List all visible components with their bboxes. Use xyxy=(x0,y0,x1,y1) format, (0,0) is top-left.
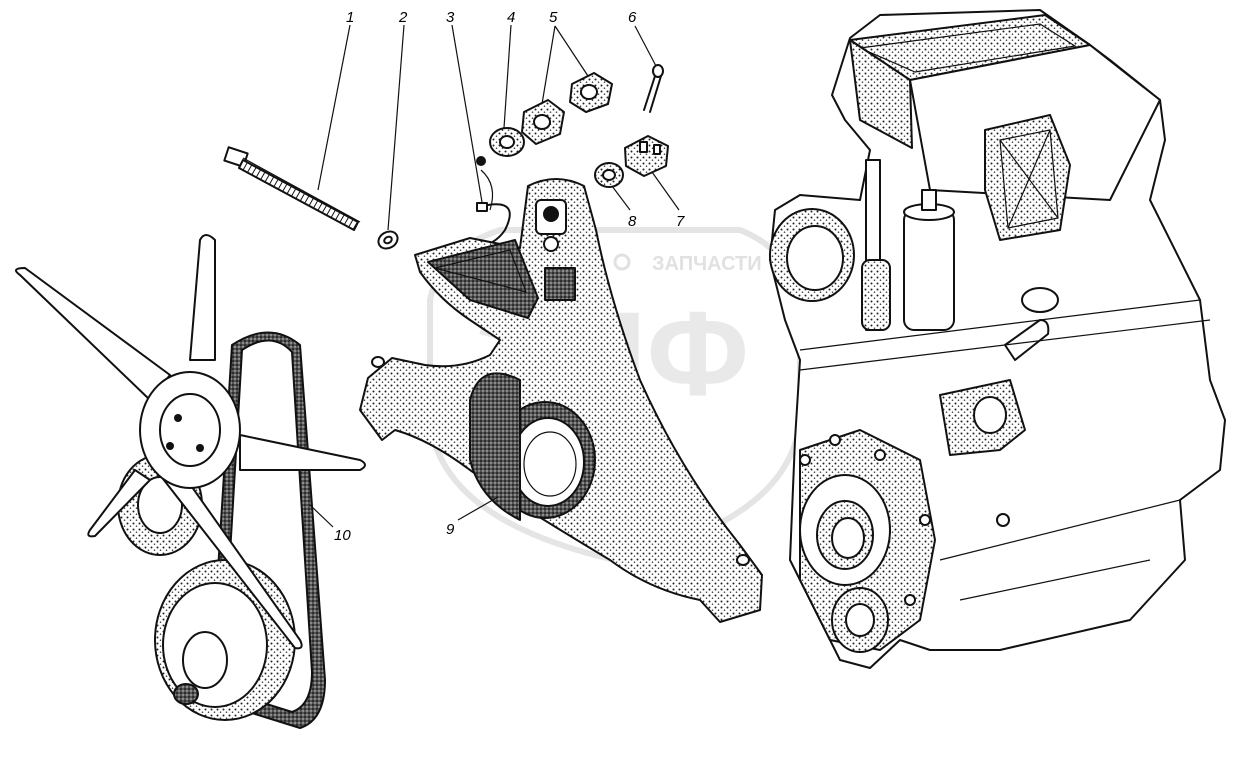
callout-3: 3 xyxy=(446,9,455,26)
fan-support-bracket xyxy=(359,178,763,623)
toothed-washer xyxy=(489,127,525,157)
long-bolt xyxy=(223,146,361,231)
castle-nut xyxy=(624,135,669,177)
gear-icon xyxy=(613,253,631,271)
engine-block xyxy=(769,9,1226,669)
flat-washer xyxy=(594,162,624,188)
callout-5: 5 xyxy=(549,9,558,26)
callout-1: 1 xyxy=(346,9,354,26)
hex-nut-lower xyxy=(521,99,565,145)
callout-2: 2 xyxy=(398,9,408,26)
hex-nut-upper xyxy=(569,72,613,113)
watermark-shield-icon xyxy=(427,227,803,564)
callout-9: 9 xyxy=(446,521,455,538)
watermark-brand-text: ЗАПЧАСТИ xyxy=(652,253,762,275)
fan-belt-pulley-assembly xyxy=(15,234,366,729)
callout-7: 7 xyxy=(676,213,685,230)
callout-8: 8 xyxy=(628,213,637,230)
small-washer xyxy=(377,230,399,250)
callout-10: 10 xyxy=(334,527,351,544)
callout-labels: 1 2 3 4 5 6 7 8 9 10 xyxy=(334,9,685,544)
cotter-pin xyxy=(643,64,664,113)
callout-6: 6 xyxy=(628,9,637,26)
callout-4: 4 xyxy=(507,9,515,26)
leader-lines xyxy=(309,24,680,528)
